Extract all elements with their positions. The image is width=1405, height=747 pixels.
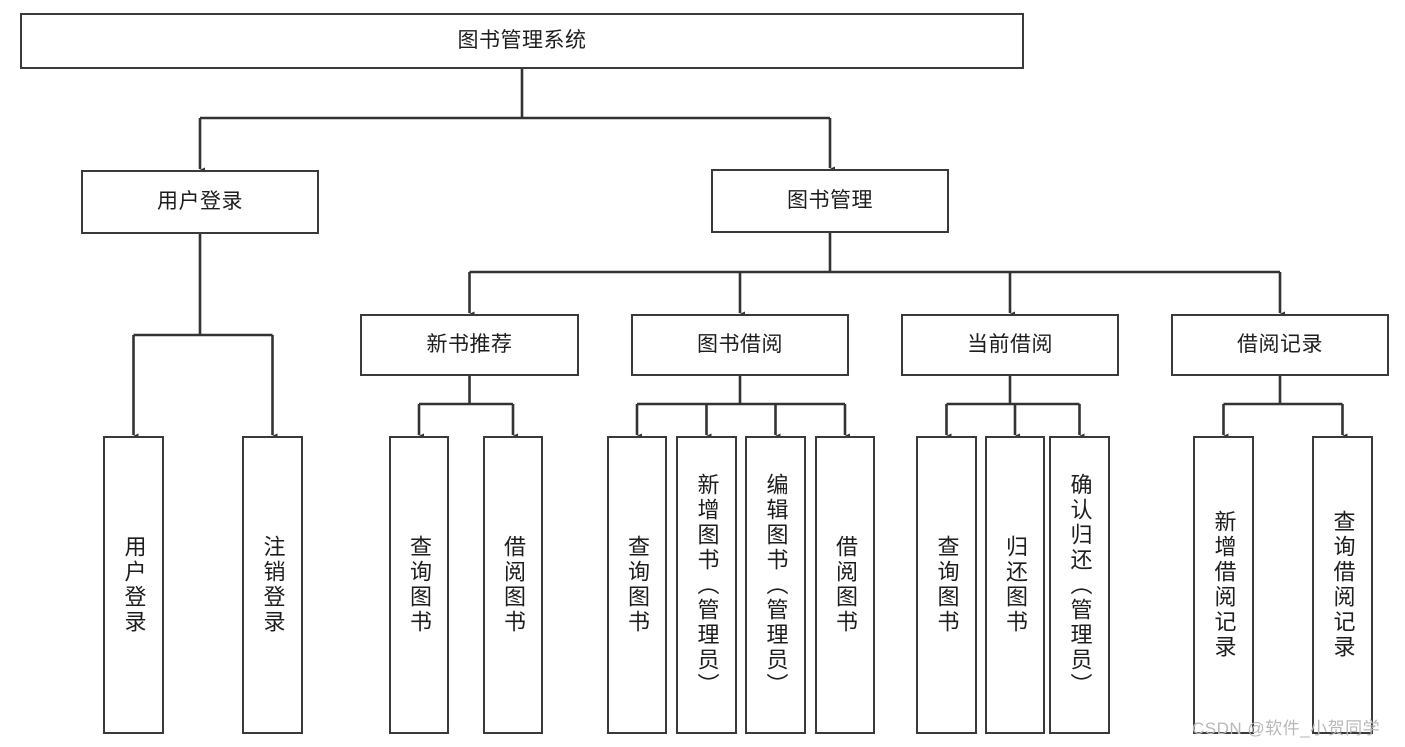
node-label: 查询图书 <box>625 535 650 635</box>
node-leaf-borrow-2[interactable]: 新增图书（管理员） <box>676 436 737 734</box>
node-records[interactable]: 借阅记录 <box>1171 314 1389 376</box>
node-label: 当前借阅 <box>967 332 1053 356</box>
node-label: 查询借阅记录 <box>1330 510 1356 660</box>
node-root[interactable]: 图书管理系统 <box>20 13 1024 69</box>
node-label: 新增借阅记录 <box>1211 510 1237 660</box>
node-leaf-cur-1[interactable]: 查询图书 <box>916 436 977 734</box>
node-leaf-rec-2[interactable]: 查询借阅记录 <box>1312 436 1373 734</box>
node-label: 借阅图书 <box>833 535 858 635</box>
node-label: 图书管理 <box>787 188 873 212</box>
node-leaf-borrow-4[interactable]: 借阅图书 <box>815 436 875 734</box>
node-leaf-cur-3[interactable]: 确认归还（管理员） <box>1049 436 1110 734</box>
node-label: 借阅记录 <box>1237 332 1323 356</box>
node-label: 用户登录 <box>121 535 147 635</box>
node-leaf-borrow-3[interactable]: 编辑图书（管理员） <box>745 436 806 734</box>
node-label: 图书借阅 <box>697 332 783 356</box>
node-newbook[interactable]: 新书推荐 <box>360 314 579 376</box>
node-label: 借阅图书 <box>501 535 526 635</box>
node-label: 图书管理系统 <box>457 28 587 52</box>
node-label: 用户登录 <box>157 189 243 213</box>
node-current[interactable]: 当前借阅 <box>901 314 1119 376</box>
node-leaf-new-2[interactable]: 借阅图书 <box>483 436 543 734</box>
node-label: 编辑图书（管理员） <box>763 472 789 698</box>
node-label: 确认归还（管理员） <box>1067 472 1093 698</box>
node-label: 查询图书 <box>934 535 960 635</box>
node-label: 查询图书 <box>407 535 432 635</box>
watermark-text: CSDN @软件_小贺同学 <box>1192 719 1381 738</box>
node-label: 新书推荐 <box>426 332 513 356</box>
node-login[interactable]: 用户登录 <box>81 170 319 234</box>
node-label: 注销登录 <box>260 535 286 635</box>
node-leaf-new-1[interactable]: 查询图书 <box>389 436 449 734</box>
node-label: 归还图书 <box>1003 535 1028 635</box>
node-borrow[interactable]: 图书借阅 <box>631 314 849 376</box>
node-leaf-login-2[interactable]: 注销登录 <box>242 436 303 734</box>
node-leaf-rec-1[interactable]: 新增借阅记录 <box>1193 436 1254 734</box>
node-label: 新增图书（管理员） <box>694 472 720 698</box>
node-leaf-login-1[interactable]: 用户登录 <box>103 436 164 734</box>
node-leaf-cur-2[interactable]: 归还图书 <box>985 436 1045 734</box>
edge-group <box>128 69 1348 443</box>
node-leaf-borrow-1[interactable]: 查询图书 <box>607 436 667 734</box>
node-bookmgmt[interactable]: 图书管理 <box>711 169 949 233</box>
